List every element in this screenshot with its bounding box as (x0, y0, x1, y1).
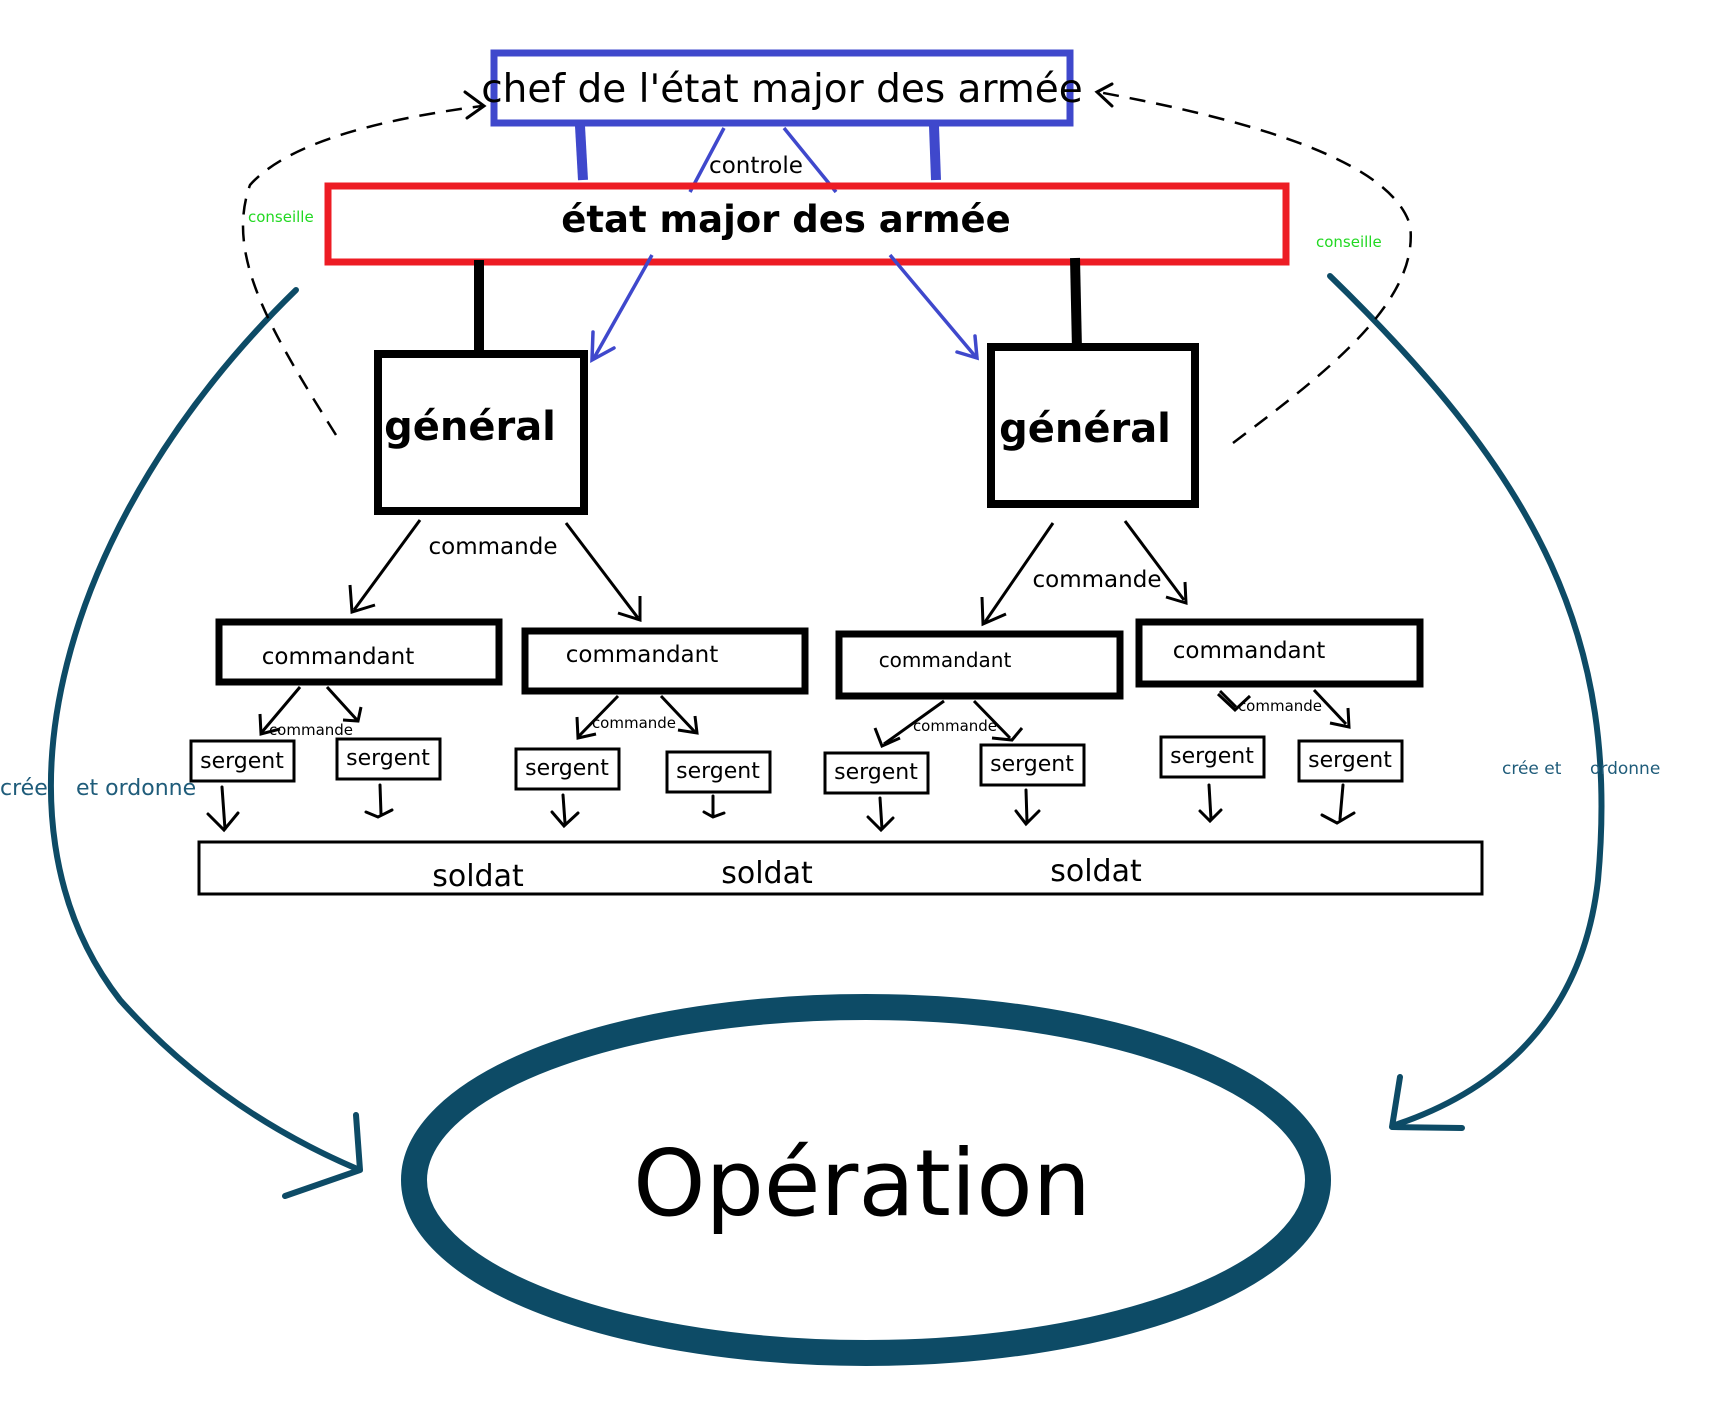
sergent-box-1 (189, 739, 296, 783)
sergent-label-8: sergent (1308, 748, 1392, 773)
sergent-box-5 (823, 751, 930, 795)
controle-arrow-right (888, 253, 977, 358)
cree-label-left: crée (0, 776, 48, 801)
soldat-label-3: soldat (1050, 854, 1142, 889)
commande-label-c3: commande (913, 717, 997, 735)
commande-arrow-c4-s7 (1218, 689, 1238, 709)
commande-arrow-g1-c2 (564, 522, 640, 619)
commandant-box-1 (215, 618, 503, 686)
controle-line-right (782, 126, 838, 194)
commandant-box-4 (1135, 618, 1424, 688)
sergent-label-2: sergent (346, 746, 430, 771)
sergent-label-1: sergent (200, 749, 284, 774)
commande-arrow-c3-s5 (883, 699, 945, 746)
commande-arrow-c1-s2 (325, 685, 359, 722)
arrowhead-c4-s8-icon (1329, 707, 1351, 729)
conseille-label-right: conseille (1316, 233, 1382, 251)
sergent-label-5: sergent (834, 760, 918, 785)
arrowhead-g2-c3-icon (980, 596, 1007, 627)
sergent-label-7: sergent (1170, 744, 1254, 769)
sergent-box-7 (1159, 735, 1266, 779)
general-label-right: général (999, 406, 1171, 452)
chef-label: chef de l'état major des armée (481, 67, 1083, 112)
right-cree-arrowhead-icon (1389, 1074, 1465, 1131)
commande-arrow-c2-s4 (659, 694, 697, 734)
chef-connector-right (929, 125, 941, 181)
commande-arrow-g2-c4 (1123, 520, 1186, 601)
sergent-label-6: sergent (990, 752, 1074, 777)
sergent-box-2 (335, 737, 442, 781)
general-label-left: général (384, 404, 556, 450)
commande-arrow-c2-s3 (577, 694, 620, 738)
arrowhead-c1-s2-icon (342, 706, 363, 723)
arrowhead-g2-c4-icon (1165, 581, 1188, 606)
right-cree-arrow (1327, 273, 1605, 1128)
commande-label-general-left: commande (429, 534, 558, 560)
arrowhead-c3-s6-icon (991, 727, 1024, 742)
controle-arrowhead-left-icon (590, 330, 616, 364)
commande-label-c1: commande (269, 721, 353, 739)
etat-to-general-right (1070, 257, 1082, 351)
arrowhead-g1-c1-icon (348, 584, 376, 614)
right-conseille-arrow (1097, 90, 1413, 444)
etat-major-label: état major des armée (561, 198, 1011, 241)
arrowhead-c2-s3-icon (575, 716, 597, 740)
sergent-box-3 (514, 747, 621, 791)
soldat-label-1: soldat (432, 859, 524, 894)
ordonne-label-right: ordonne (1590, 759, 1660, 779)
commande-label-general-right: commande (1033, 567, 1162, 593)
sergent-box-4 (665, 750, 772, 794)
commande-arrow-c1-s1 (260, 686, 302, 733)
commande-arrow-g1-c1 (352, 519, 422, 611)
left-cree-arrowhead-icon (282, 1112, 363, 1199)
operation-label: Opération (633, 1130, 1091, 1237)
commandant-label-4: commandant (1173, 638, 1326, 664)
arrowhead-c4-s7-icon (1216, 692, 1252, 713)
arrowhead-c2-s4-icon (677, 715, 699, 735)
commande-arrow-c4-s8 (1312, 688, 1348, 726)
controle-label: controle (709, 153, 803, 179)
soldat-bar (197, 840, 1484, 896)
commandant-box-2 (521, 627, 809, 695)
controle-line-left (688, 127, 726, 193)
chef-connector-left (575, 125, 588, 181)
general-box-right (987, 343, 1199, 508)
cree-label-right: crée et (1502, 759, 1562, 779)
operation-ring (401, 994, 1331, 1366)
controle-arrowhead-right-icon (955, 334, 979, 361)
commandant-label-2: commandant (566, 642, 719, 668)
right-conseille-arrowhead-icon (1094, 82, 1114, 108)
commandant-box-3 (835, 630, 1124, 700)
left-conseille-arrow (241, 104, 483, 436)
arrowhead-c3-s5-icon (873, 727, 901, 749)
sergent-box-6 (979, 743, 1086, 787)
arrowhead-g1-c2-icon (617, 596, 642, 623)
conseille-label-left: conseille (248, 208, 314, 226)
controle-arrow-left (592, 254, 654, 359)
sergent-label-4: sergent (676, 759, 760, 784)
commande-label-c2: commande (592, 714, 676, 732)
commande-arrow-c3-s6 (972, 699, 1012, 740)
etat-major-box (324, 182, 1290, 266)
commandant-label-1: commandant (262, 644, 415, 670)
sergent-to-soldat-arrows (206, 783, 1356, 833)
sergent-label-3: sergent (525, 756, 609, 781)
commande-arrow-g2-c3 (983, 522, 1055, 623)
soldat-label-2: soldat (721, 856, 813, 891)
general-box-left (374, 350, 588, 515)
left-conseille-arrowhead-icon (463, 90, 487, 120)
arrowhead-c1-s1-icon (258, 713, 281, 736)
chef-box (490, 49, 1074, 127)
commande-label-c4: commande (1238, 697, 1322, 715)
ordonne-label-left: et ordonne (76, 776, 196, 801)
sergent-box-8 (1297, 739, 1404, 783)
left-cree-arrow (47, 287, 358, 1171)
commandant-label-3: commandant (879, 648, 1012, 672)
